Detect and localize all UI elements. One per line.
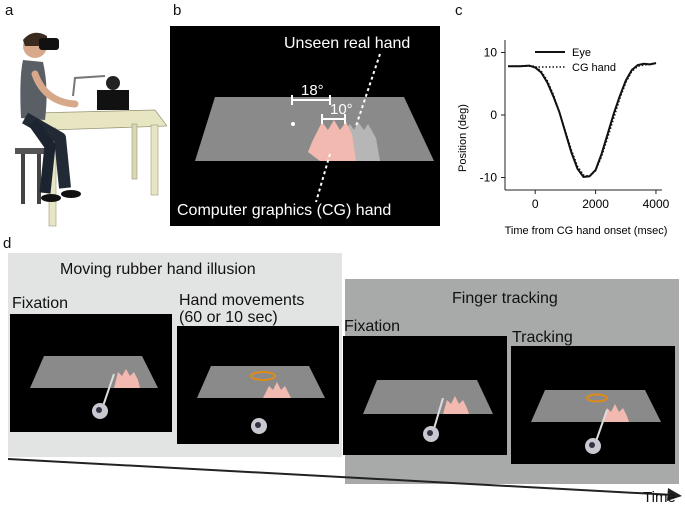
angle-10-label: 10°: [330, 101, 353, 118]
chart-x-tick-label: 4000: [643, 197, 670, 211]
chart-series-cg-hand: [508, 62, 657, 178]
scene-tracking: [511, 346, 675, 464]
hand-movements-label: Hand movements: [179, 292, 305, 309]
time-label: Time: [643, 489, 676, 506]
chart-y-axis-label: Position (deg): [457, 104, 469, 172]
panel-c-label: c: [455, 2, 463, 19]
chart-x-tick-label: 0: [532, 197, 539, 211]
chart-y-tick-label: 0: [490, 108, 497, 122]
rubber-hand-illusion-title: Moving rubber hand illusion: [60, 261, 256, 278]
time-arrow: [7, 458, 682, 501]
fixation-label-2: Fixation: [344, 318, 401, 335]
panel-b-graphic: [195, 53, 434, 203]
chart-y-tick-label: 10: [484, 46, 498, 60]
fixation-label-1: Fixation: [12, 295, 69, 312]
cg-hand-label: Computer graphics (CG) hand: [177, 202, 392, 219]
chart-y-tick-label: -10: [480, 171, 498, 185]
chart-legend-label: Eye: [572, 47, 591, 59]
angle-18-label: 18°: [301, 82, 324, 99]
unseen-real-hand-label: Unseen real hand: [284, 35, 411, 52]
fixation-dot: [291, 122, 295, 126]
finger-tracking-title: Finger tracking: [452, 290, 558, 307]
scene-fixation-1: [10, 314, 172, 432]
scene-fixation-2: [343, 336, 507, 455]
cg-hand-shape: [308, 120, 356, 161]
eye-position-chart: 10 0 -10 0 2000 4000 Eye CG hand Position (deg…: [457, 40, 670, 237]
panel-b-scene: [170, 26, 440, 226]
panel-b-label: b: [173, 2, 182, 19]
chart-series-eye: [508, 62, 657, 178]
hand-movements-duration: (60 or 10 sec): [179, 309, 278, 326]
panel-a-label: a: [5, 2, 14, 19]
tracking-label: Tracking: [512, 329, 573, 346]
participant-illustration: [15, 32, 167, 227]
scene-hand-movements: [177, 326, 339, 444]
chart-x-tick-label: 2000: [582, 197, 609, 211]
panel-d-label: d: [3, 235, 12, 252]
chart-legend-label: CG hand: [572, 62, 616, 74]
chart-x-axis-label: Time from CG hand onset (msec): [505, 225, 668, 237]
